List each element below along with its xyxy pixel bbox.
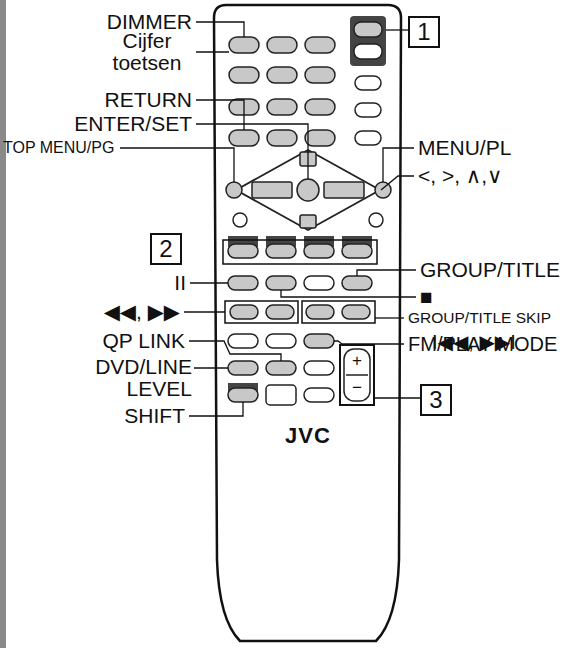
callout-number: 3	[429, 388, 442, 412]
rocker-split	[346, 374, 368, 376]
callout-box: 2	[150, 233, 182, 265]
callout-box: 1	[408, 16, 440, 48]
button-label: DVD/LINE LEVEL	[92, 356, 192, 400]
button-label: RETURN	[105, 89, 193, 111]
group-bracket	[223, 240, 377, 264]
group-bracket	[302, 301, 375, 323]
volume-rocker	[344, 349, 370, 401]
number-keys	[229, 37, 335, 146]
key	[354, 44, 382, 59]
stop-symbol: ■	[420, 286, 433, 308]
group-bracket	[340, 345, 374, 405]
button-label: TOP MENU/PG	[3, 140, 114, 157]
minus-sign: −	[352, 379, 362, 397]
brand-logo: JVC	[285, 424, 331, 447]
group-label: Cijfer toetsen	[102, 30, 192, 74]
pause-symbol: II	[174, 272, 186, 294]
button-label: ENTER/SET	[74, 113, 192, 135]
side-bar	[0, 0, 6, 648]
button-label: GROUP/TITLE	[420, 259, 560, 281]
callout-number: 1	[417, 20, 430, 44]
button-label: FM/PLAY MODE	[408, 334, 557, 355]
button-label: QP LINK	[103, 330, 185, 352]
search-symbol: ◀◀, ▶▶	[104, 301, 180, 323]
transport-keys	[228, 276, 372, 405]
power-key	[354, 22, 382, 37]
side-keys	[355, 76, 381, 145]
callout-box: 3	[420, 384, 452, 416]
button-label: SHIFT	[124, 405, 185, 427]
key	[233, 213, 247, 227]
shift-key	[228, 388, 258, 402]
button-label: GROUP/TITLE SKIP	[408, 310, 551, 326]
power-block	[350, 16, 386, 66]
arrow-keys-label: <, >, ∧,∨	[418, 165, 502, 187]
button-label: MENU/PL	[418, 137, 511, 159]
key	[369, 213, 383, 227]
callout-number: 2	[159, 237, 172, 261]
group-bracket	[225, 301, 298, 323]
plus-sign: +	[352, 352, 362, 370]
